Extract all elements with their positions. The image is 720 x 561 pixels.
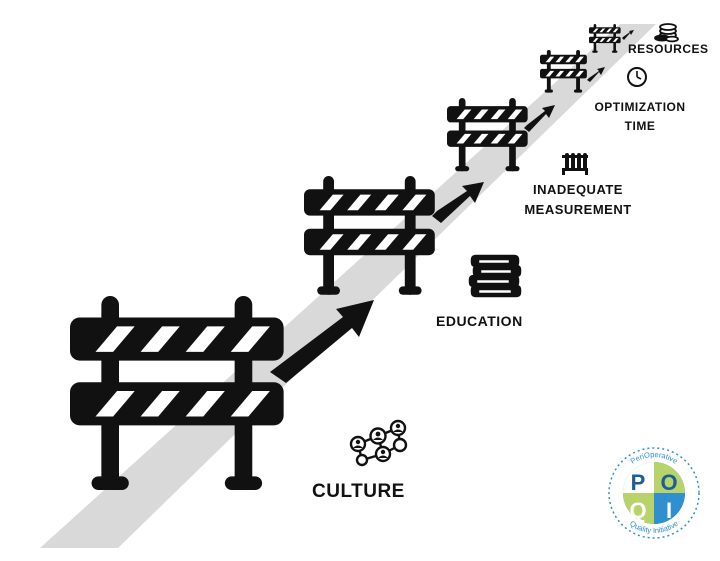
arrow-2 — [432, 182, 484, 223]
road — [40, 24, 656, 548]
label-resources: RESOURCES — [628, 42, 709, 56]
clock-icon — [627, 67, 647, 87]
label-optimization-time: OPTIMIZATION TIME — [586, 98, 694, 136]
arrow-5 — [622, 30, 634, 40]
label-optimization-time-line1: OPTIMIZATION — [594, 100, 686, 114]
poqi-logo: P O Q I PeriOperative Quality Initiative — [608, 447, 700, 539]
label-education: EDUCATION — [436, 313, 523, 329]
arrow-1 — [270, 300, 374, 383]
books-icon — [468, 254, 522, 298]
arrow-3 — [524, 105, 555, 132]
coins-icon — [654, 23, 679, 43]
label-inadequate-measurement-line1: INADEQUATE — [533, 182, 623, 197]
logo-letter-o: O — [660, 470, 677, 495]
logo-letter-p: P — [631, 470, 646, 495]
logo-letter-i: I — [666, 498, 672, 523]
arrow-4 — [587, 67, 605, 82]
label-inadequate-measurement: INADEQUATE MEASUREMENT — [518, 180, 638, 220]
label-inadequate-measurement-line2: MEASUREMENT — [524, 202, 632, 217]
logo-letter-q: Q — [629, 498, 646, 523]
test-tubes-icon — [562, 153, 588, 175]
label-optimization-time-line2: TIME — [624, 119, 656, 133]
label-culture: CULTURE — [312, 481, 405, 502]
